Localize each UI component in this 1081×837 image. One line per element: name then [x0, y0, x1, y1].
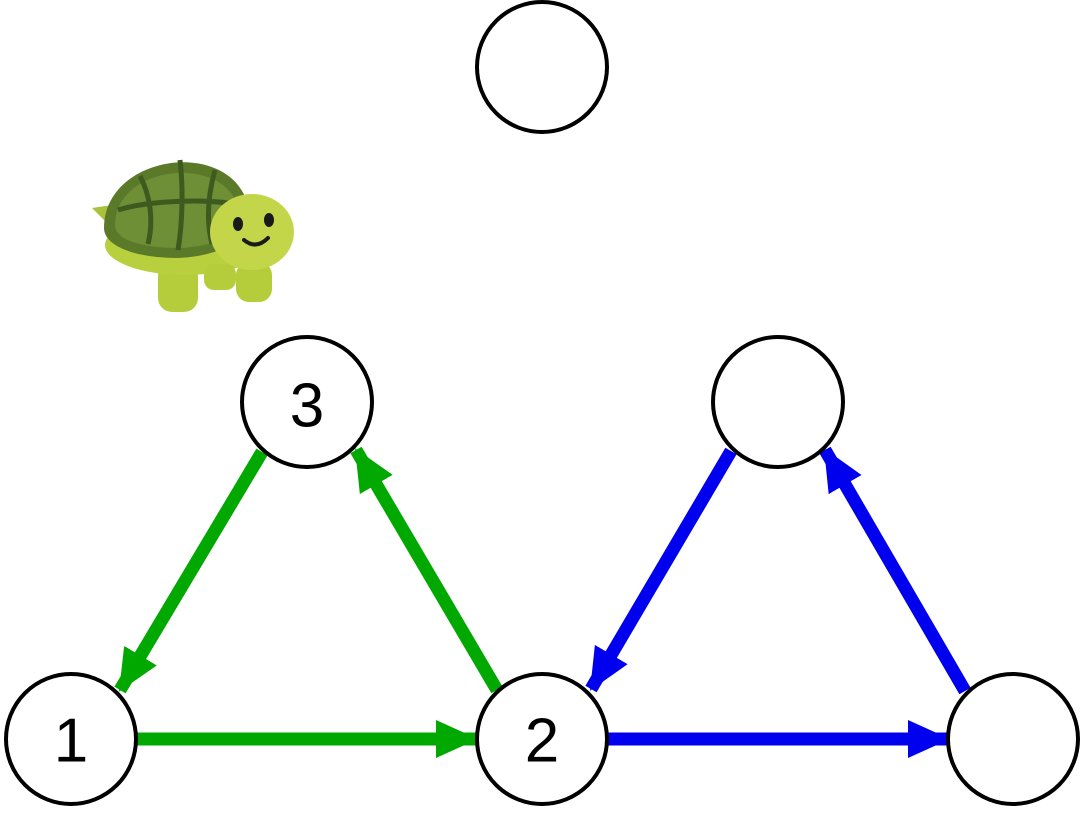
svg-text:2: 2 — [525, 707, 559, 776]
svg-text:1: 1 — [54, 707, 88, 776]
edge-3-to-1 — [114, 448, 268, 694]
node-1: 1 — [4, 672, 138, 806]
turtle-icon — [92, 159, 294, 312]
node-top — [475, 0, 609, 134]
node-3: 3 — [240, 335, 374, 469]
edge-2-to-3 — [350, 446, 503, 694]
node-right-top — [711, 335, 845, 469]
node-right-bottom — [946, 672, 1080, 806]
edge-right-bottom-to-right-top — [819, 446, 971, 695]
svg-text:3: 3 — [290, 372, 324, 441]
node-2: 2 — [475, 672, 609, 806]
edge-right-top-to-2 — [585, 447, 737, 693]
